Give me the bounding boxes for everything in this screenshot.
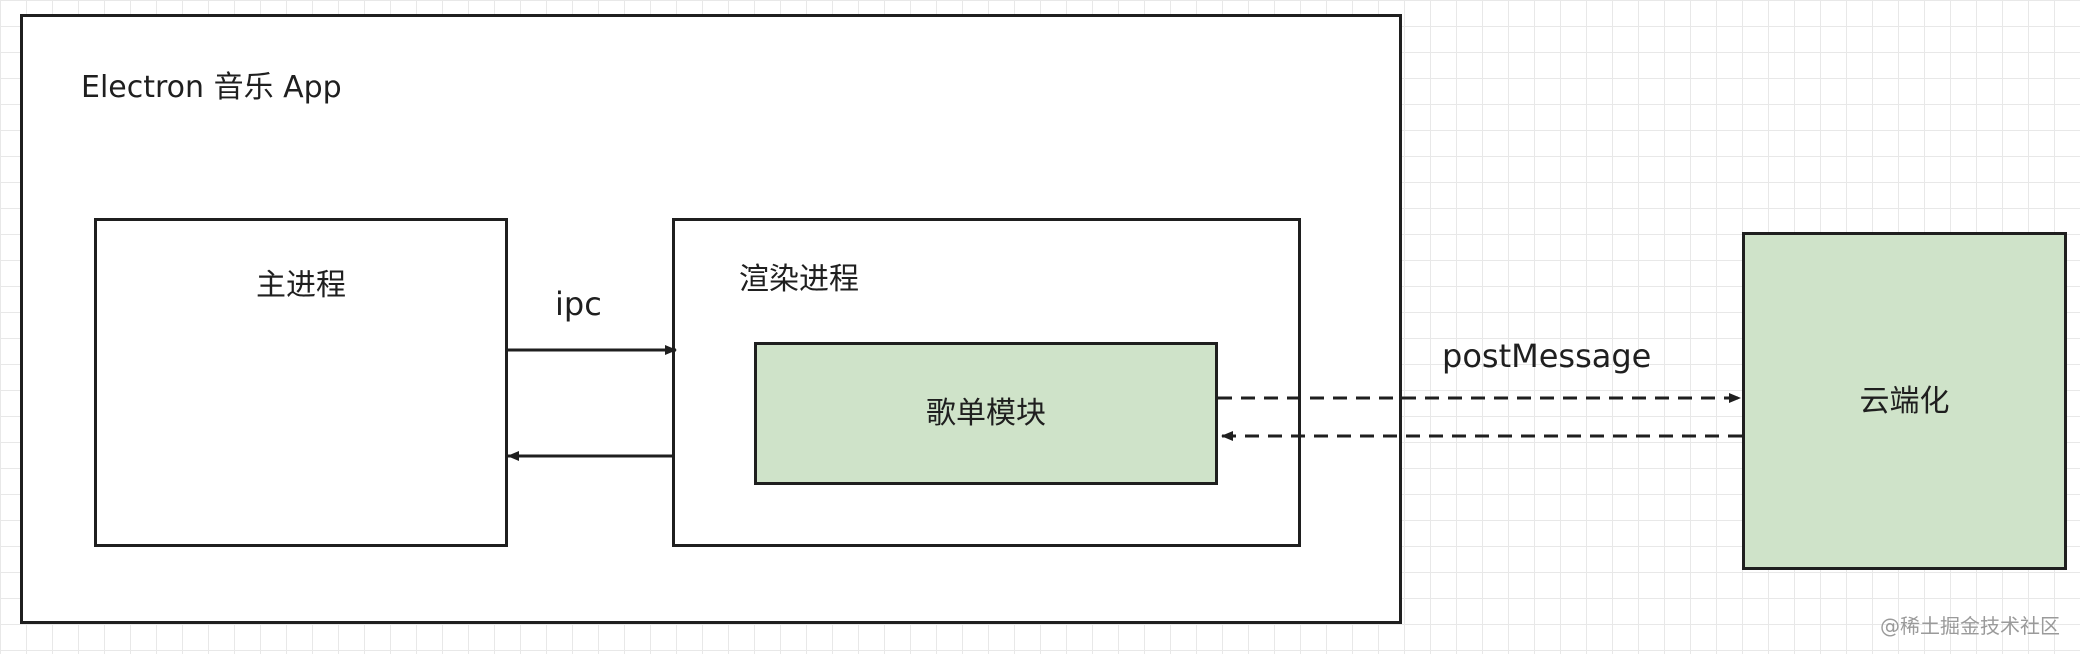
watermark-text: @稀土掘金技术社区 <box>1880 614 2060 638</box>
cloud-label: 云端化 <box>1859 384 1950 419</box>
main-process-box: 主进程 <box>94 218 508 547</box>
cloud-box: 云端化 <box>1742 232 2067 570</box>
renderer-process-label: 渲染进程 <box>739 262 859 297</box>
ipc-edge-label: ipc <box>555 285 602 323</box>
playlist-module-label: 歌单模块 <box>926 396 1046 431</box>
playlist-module-box: 歌单模块 <box>754 342 1218 485</box>
electron-app-label: Electron 音乐 App <box>81 70 342 105</box>
main-process-label: 主进程 <box>256 268 346 303</box>
post-message-edge-label: postMessage <box>1442 337 1652 375</box>
